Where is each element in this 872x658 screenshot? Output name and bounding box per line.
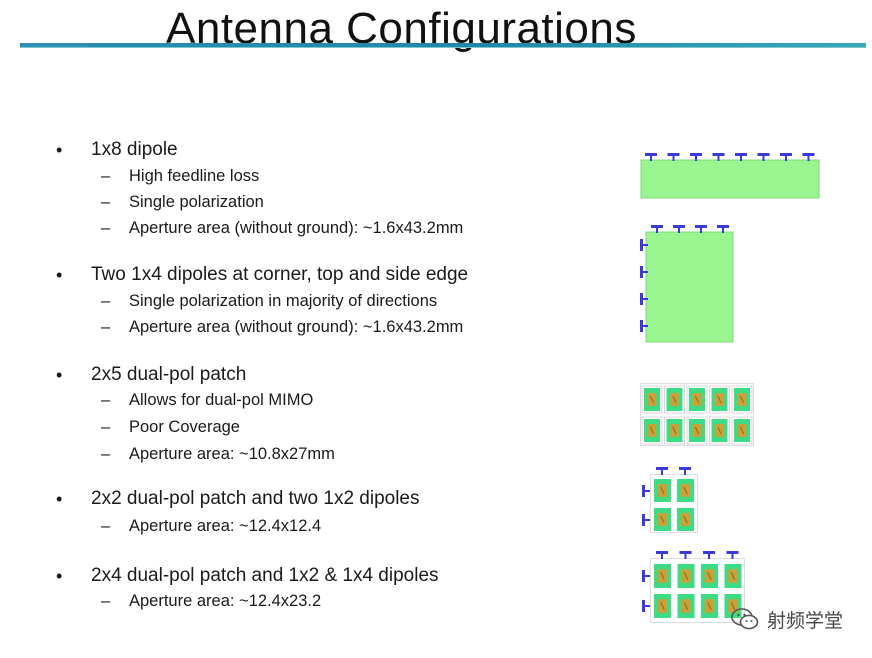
dipole-element bbox=[640, 320, 648, 332]
patch-element bbox=[724, 594, 742, 618]
dipole-element bbox=[757, 153, 770, 161]
dipole-row bbox=[645, 153, 815, 161]
patch-element bbox=[666, 419, 683, 442]
patch-element bbox=[644, 388, 660, 411]
patch-element bbox=[734, 419, 750, 442]
sub-bullet: Single polarization bbox=[101, 192, 264, 212]
dipole-element bbox=[640, 266, 648, 278]
dipole-element bbox=[679, 467, 691, 475]
bullet-item: 2x5 dual-pol patch bbox=[56, 364, 246, 386]
patch-element bbox=[677, 508, 694, 531]
dipole-element bbox=[640, 239, 648, 251]
patch-element bbox=[701, 594, 718, 618]
dipole-row-top bbox=[656, 551, 739, 559]
dipole-element bbox=[712, 153, 725, 161]
patch-element bbox=[724, 564, 742, 588]
ground-board bbox=[645, 231, 734, 343]
patch-element bbox=[711, 419, 728, 442]
sub-bullet: Aperture area: ~12.4x23.2 bbox=[101, 591, 321, 611]
patch-element bbox=[666, 388, 683, 411]
diagram-corner-dipoles bbox=[640, 225, 734, 343]
dipole-column-side bbox=[642, 570, 650, 612]
patch-element bbox=[689, 419, 705, 442]
dipole-element bbox=[642, 570, 650, 582]
dipole-element bbox=[802, 153, 815, 161]
dipole-row-top bbox=[656, 467, 691, 475]
patch-element bbox=[654, 594, 671, 618]
dipole-element bbox=[642, 600, 650, 612]
patch-element bbox=[689, 388, 705, 411]
patch-element bbox=[654, 508, 671, 531]
patch-element bbox=[644, 419, 660, 442]
dipole-element bbox=[640, 293, 648, 305]
dipole-element bbox=[695, 225, 707, 233]
watermark: 射频学堂 bbox=[731, 604, 843, 634]
dipole-element bbox=[726, 551, 739, 559]
diagram-2x5-patch bbox=[640, 383, 754, 446]
patch-element bbox=[711, 388, 728, 411]
sub-bullet: High feedline loss bbox=[101, 166, 259, 186]
dipole-element bbox=[651, 225, 663, 233]
dipole-element bbox=[667, 153, 680, 161]
patch-array bbox=[654, 479, 694, 531]
dipole-row-top bbox=[651, 225, 729, 233]
dipole-element bbox=[679, 551, 692, 559]
dipole-element bbox=[656, 467, 668, 475]
patch-array bbox=[654, 564, 742, 618]
bullet-item: 1x8 dipole bbox=[56, 139, 177, 161]
sub-bullet: Aperture area (without ground): ~1.6x43.… bbox=[101, 218, 463, 238]
dipole-element bbox=[642, 485, 650, 497]
sub-bullet: Aperture area (without ground): ~1.6x43.… bbox=[101, 317, 463, 337]
sub-bullet: Poor Coverage bbox=[101, 417, 240, 437]
patch-element bbox=[677, 564, 695, 588]
dipole-element bbox=[656, 551, 668, 559]
dipole-element bbox=[735, 153, 747, 161]
bullet-item: 2x4 dual-pol patch and 1x2 & 1x4 dipoles bbox=[56, 565, 438, 587]
dipole-element bbox=[645, 153, 657, 161]
dipole-column-side bbox=[642, 485, 650, 526]
patch-element bbox=[701, 564, 718, 588]
dipole-element bbox=[780, 153, 792, 161]
sub-bullet: Aperture area: ~10.8x27mm bbox=[101, 444, 335, 464]
bullet-item: 2x2 dual-pol patch and two 1x2 dipoles bbox=[56, 488, 419, 510]
bullet-item: Two 1x4 dipoles at corner, top and side … bbox=[56, 264, 468, 286]
patch-element bbox=[677, 594, 695, 618]
patch-element bbox=[734, 388, 750, 411]
title-underline bbox=[20, 43, 866, 48]
patch-element bbox=[654, 564, 671, 588]
patch-element bbox=[654, 479, 671, 502]
diagram-2x2-patch-dipoles bbox=[642, 467, 698, 533]
sub-bullet: Aperture area: ~12.4x12.4 bbox=[101, 516, 321, 536]
dipole-element bbox=[717, 225, 729, 233]
dipole-element bbox=[642, 514, 650, 526]
diagram-2x4-patch-dipoles bbox=[642, 551, 745, 623]
dipole-element bbox=[690, 153, 702, 161]
bullet-list: 1x8 dipole High feedline loss Single pol… bbox=[0, 0, 620, 658]
dipole-column-side bbox=[640, 239, 648, 332]
sub-bullet: Allows for dual-pol MIMO bbox=[101, 390, 313, 410]
watermark-text: 射频学堂 bbox=[767, 609, 844, 632]
dipole-element bbox=[673, 225, 685, 233]
dipole-element bbox=[703, 551, 715, 559]
diagram-1x8-dipole bbox=[640, 153, 820, 199]
sub-bullet: Single polarization in majority of direc… bbox=[101, 291, 437, 311]
patch-array bbox=[641, 385, 753, 445]
patch-element bbox=[677, 479, 694, 502]
ground-board bbox=[640, 159, 820, 199]
wechat-icon bbox=[731, 608, 759, 630]
